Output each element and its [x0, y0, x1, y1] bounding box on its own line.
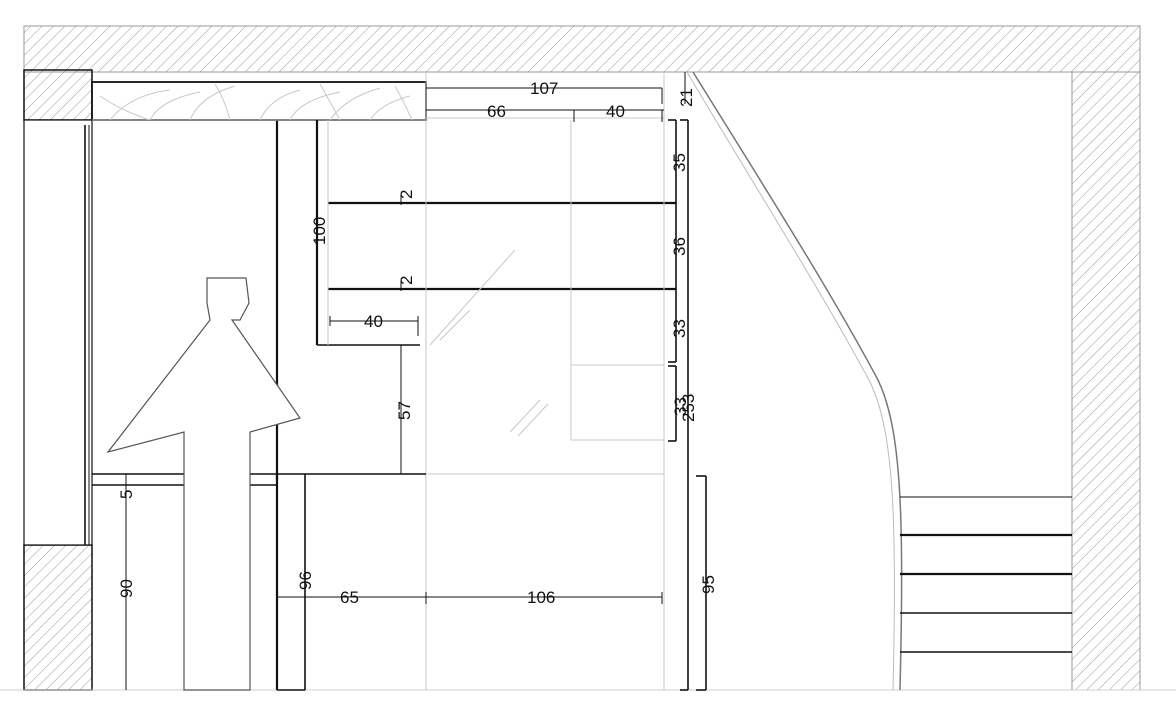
tall-cabinet: [84, 119, 426, 545]
left-wall-upper: [23, 69, 93, 121]
dim-lower-width-right: 106: [527, 588, 555, 607]
dim-lower-height-left: 96: [296, 571, 315, 590]
left-column: [23, 119, 93, 546]
dim-counter-height: 90: [117, 579, 136, 598]
wooden-beam: [91, 81, 427, 121]
dimension-labels: 107 66 40 21 35 2 36 2 33 33 253 100 40 …: [117, 79, 718, 607]
person-silhouette: [106, 277, 301, 691]
dim-top-inner: 66: [487, 102, 506, 121]
dim-upper-depth: 100: [310, 217, 329, 245]
dim-shelf2: 36: [670, 237, 689, 256]
structural-walls: [0, 25, 1176, 691]
dim-top-gap: 21: [677, 88, 696, 107]
dimension-lines: [125, 72, 707, 691]
dim-lower-width-left: 65: [340, 588, 359, 607]
dim-niche-height: 57: [395, 401, 414, 420]
dim-top-cabinet: 40: [606, 102, 625, 121]
dim-top-width: 107: [530, 79, 558, 98]
dim-shelf3: 33: [670, 319, 689, 338]
dim-shelf4: 33: [671, 397, 690, 416]
dim-counter-thickness: 5: [117, 490, 136, 499]
left-wall-lower: [23, 544, 93, 691]
right-wall: [1071, 71, 1141, 691]
dim-total-height: 253: [679, 394, 698, 422]
dim-thickness-2: 2: [397, 276, 416, 285]
dim-shelf1: 35: [670, 153, 689, 172]
ceiling-slab: [23, 25, 1141, 73]
dim-niche-width: 40: [364, 312, 383, 331]
dim-thickness-1: 2: [397, 190, 416, 199]
staircase: [686, 71, 1072, 691]
dim-lower-height-right: 95: [699, 575, 718, 594]
